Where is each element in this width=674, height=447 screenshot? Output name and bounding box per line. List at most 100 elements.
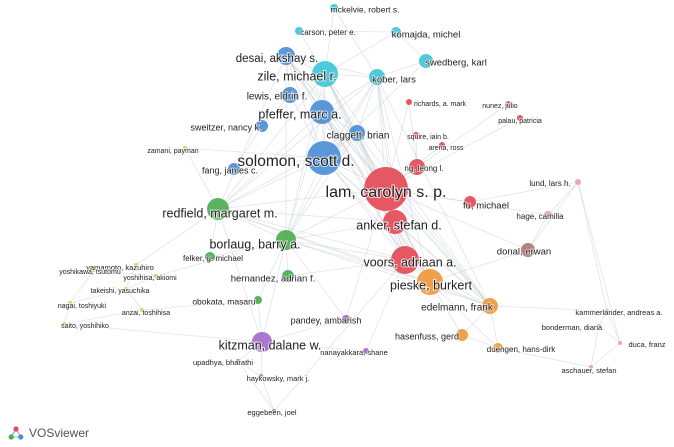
- node-label-lewis[interactable]: lewis, eldrin f.: [246, 91, 308, 103]
- node-saito[interactable]: [62, 322, 66, 326]
- node-label-ng[interactable]: ng, leong l.: [404, 163, 445, 173]
- node-pieske[interactable]: [417, 269, 443, 295]
- node-label-lam[interactable]: lam, carolyn s. p.: [325, 183, 448, 202]
- node-takeishi[interactable]: [124, 287, 128, 291]
- vosviewer-brand[interactable]: VOSviewer: [0, 419, 100, 447]
- node-redfield[interactable]: [207, 198, 229, 220]
- node-kober[interactable]: [369, 69, 385, 85]
- node-zamani[interactable]: [183, 146, 187, 150]
- node-donal[interactable]: [521, 243, 535, 257]
- node-lund[interactable]: [575, 179, 581, 185]
- node-label-hernandez[interactable]: hernandez, adrian f.: [230, 273, 316, 285]
- node-lam[interactable]: [364, 167, 408, 211]
- node-label-takeishi[interactable]: takeishi, yasuchika: [90, 287, 150, 295]
- node-label-haykowsky[interactable]: haykowsky, mark j.: [246, 373, 310, 383]
- node-label-bonderman[interactable]: bonderman, diana: [541, 322, 604, 332]
- node-label-felker[interactable]: felker, g. michael: [182, 253, 244, 263]
- node-label-carson[interactable]: carson, peter e.: [300, 27, 357, 37]
- node-label-hage[interactable]: hage, camilla: [516, 211, 565, 221]
- node-duengen[interactable]: [493, 343, 503, 353]
- node-ng[interactable]: [409, 159, 425, 175]
- node-swedberg[interactable]: [419, 54, 433, 68]
- node-pfeffer[interactable]: [310, 100, 334, 124]
- node-richards[interactable]: [406, 99, 412, 105]
- node-label-obokata[interactable]: obokata, masaru: [192, 296, 257, 307]
- node-borlaug[interactable]: [276, 230, 296, 250]
- node-bonderman[interactable]: [597, 324, 601, 328]
- node-label-voors[interactable]: voors, adriaan a.: [362, 254, 457, 270]
- node-label-nunez[interactable]: nunez, julio: [482, 102, 519, 110]
- node-mckelvie[interactable]: [330, 4, 338, 12]
- node-hasenfuss[interactable]: [456, 329, 468, 341]
- node-lewis[interactable]: [282, 87, 298, 103]
- node-label-arenaross[interactable]: arena, ross: [428, 144, 465, 152]
- node-label-zamani[interactable]: zamani, payman: [147, 147, 200, 155]
- node-label-anker[interactable]: anker, stefan d.: [355, 217, 442, 233]
- node-label-nagai[interactable]: nagai, toshiyuki: [57, 302, 107, 310]
- node-label-eggebeen[interactable]: eggebeen, joel: [247, 407, 298, 417]
- node-aschauer[interactable]: [589, 365, 593, 369]
- node-label-kober[interactable]: kober, lars: [371, 74, 416, 86]
- node-label-edelmann[interactable]: edelmann, frank: [420, 302, 494, 314]
- node-desai[interactable]: [277, 47, 295, 65]
- node-hernandez[interactable]: [282, 270, 294, 282]
- node-label-komajda[interactable]: komajda, michel: [391, 29, 461, 41]
- node-label-sweitzer[interactable]: sweitzer, nancy k.: [190, 122, 262, 133]
- node-label-mckelvie[interactable]: mckelvie, robert s.: [330, 4, 400, 15]
- node-label-claggett[interactable]: claggett, brian: [326, 130, 390, 142]
- node-label-pfeffer[interactable]: pfeffer, marc a.: [257, 106, 342, 122]
- node-label-fu[interactable]: fu, michael: [462, 200, 509, 212]
- node-kitzman[interactable]: [252, 332, 272, 352]
- node-label-redfield[interactable]: redfield, margaret m.: [161, 205, 278, 221]
- node-haykowsky[interactable]: [259, 374, 263, 378]
- node-label-pandey[interactable]: pandey, ambarish: [290, 315, 362, 326]
- node-obokata[interactable]: [254, 296, 262, 304]
- node-label-donal[interactable]: donal, erwan: [496, 246, 552, 258]
- node-label-kammerlander[interactable]: kammerlander, andreas a.: [575, 307, 664, 317]
- node-label-lund[interactable]: lund, lars h.: [529, 178, 572, 188]
- node-kammerlander[interactable]: [605, 309, 609, 313]
- node-voors[interactable]: [391, 246, 419, 274]
- node-label-saito[interactable]: saito, yoshihiko: [60, 322, 109, 330]
- node-zile[interactable]: [312, 61, 338, 87]
- node-label-anzai[interactable]: anzai, toshihisa: [121, 309, 171, 317]
- node-label-swedberg[interactable]: swedberg, karl: [424, 57, 487, 69]
- node-eggebeen[interactable]: [272, 409, 276, 413]
- node-label-nanayakkara[interactable]: nanayakkara, shane: [320, 347, 389, 357]
- node-label-yoshihisa[interactable]: yoshihisa, akiomi: [123, 274, 178, 282]
- node-label-richards[interactable]: richards, a. mark: [413, 100, 467, 108]
- node-label-fang[interactable]: fang, james c.: [201, 165, 258, 176]
- node-palau[interactable]: [517, 115, 523, 121]
- node-hage[interactable]: [544, 211, 552, 219]
- node-nunez[interactable]: [505, 101, 511, 107]
- node-nagai[interactable]: [68, 301, 72, 305]
- node-label-upadhya[interactable]: upadhya, bharathi: [192, 357, 254, 367]
- node-label-yoshikawa[interactable]: yoshikawa, tsutomu: [59, 268, 122, 276]
- node-label-duca[interactable]: duca, franz: [628, 339, 667, 349]
- node-yoshikawa[interactable]: [92, 268, 96, 272]
- node-label-aschauer[interactable]: aschauer, stefan: [561, 365, 617, 375]
- node-label-hasenfuss[interactable]: hasenfuss, gerd: [394, 331, 459, 342]
- node-arenaross[interactable]: [439, 142, 445, 148]
- node-fu[interactable]: [464, 196, 476, 208]
- node-anker[interactable]: [383, 210, 407, 234]
- node-nanayakkara[interactable]: [363, 348, 369, 354]
- node-squire[interactable]: [413, 132, 419, 138]
- node-fang[interactable]: [228, 163, 240, 175]
- node-label-solomon[interactable]: solomon, scott d.: [236, 152, 355, 171]
- node-pandey[interactable]: [342, 315, 350, 323]
- node-solomon[interactable]: [307, 141, 341, 175]
- node-edelmann[interactable]: [482, 298, 498, 314]
- node-label-zile[interactable]: zile, michael r.: [256, 68, 337, 84]
- node-komajda[interactable]: [391, 27, 401, 37]
- node-label-squire[interactable]: squire, iain b.: [406, 133, 449, 141]
- node-label-borlaug[interactable]: borlaug, barry a.: [208, 236, 301, 252]
- node-label-pieske[interactable]: pieske, burkert: [389, 277, 474, 293]
- node-upadhya[interactable]: [236, 359, 240, 363]
- node-yoshihisa[interactable]: [154, 274, 158, 278]
- node-label-yamamoto[interactable]: yamamoto, kazuhiro: [86, 262, 155, 272]
- node-duca[interactable]: [618, 341, 622, 345]
- node-carson[interactable]: [295, 27, 303, 35]
- node-label-kitzman[interactable]: kitzman, dalane w.: [218, 337, 323, 353]
